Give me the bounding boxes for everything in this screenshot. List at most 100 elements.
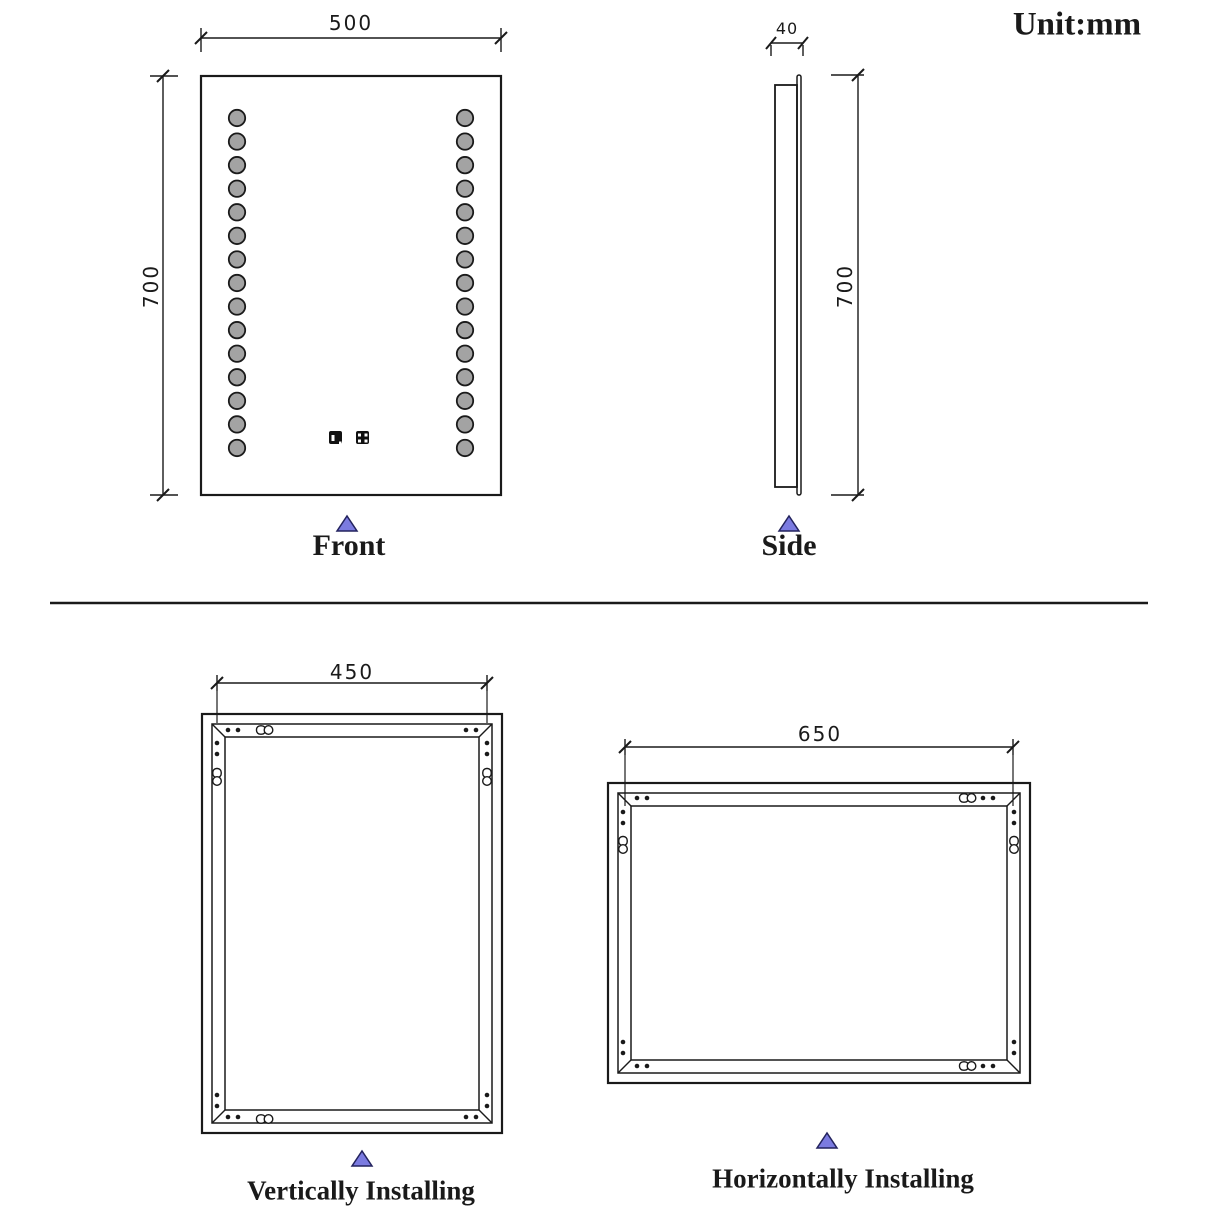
- direction-triangle: [350, 1149, 374, 1167]
- screw-hole-dot: [484, 1103, 490, 1109]
- vertical-frame-inner: [224, 736, 480, 1111]
- side-body-outline: [774, 84, 798, 488]
- dim-tick: [156, 488, 170, 502]
- led-dot: [455, 179, 475, 198]
- touch-button-mark: [358, 439, 361, 443]
- led-dot: [455, 203, 475, 222]
- keyhole-circle: [1009, 844, 1020, 855]
- mitre-joint: [211, 723, 226, 738]
- vertical-install-title: Vertically Installing: [247, 1175, 475, 1206]
- vertical-install-outline: [200, 712, 504, 1135]
- side-glass-outline: [796, 74, 802, 496]
- direction-triangle: [335, 514, 359, 532]
- screw-hole-dot: [473, 1114, 479, 1120]
- horizontal-frame-outer: [617, 792, 1021, 1074]
- touch-button-mark: [364, 439, 368, 443]
- screw-hole-dot: [214, 740, 220, 746]
- screw-hole-dot: [463, 1114, 469, 1120]
- mitre-joint: [617, 1059, 632, 1074]
- vertical-mount-dim-label: 450: [329, 660, 375, 684]
- horizontal-mount-dim-label: 650: [797, 722, 843, 746]
- led-dot: [455, 391, 475, 410]
- dim-tick: [797, 36, 809, 50]
- led-dot: [227, 391, 247, 410]
- screw-hole-dot: [990, 795, 996, 801]
- led-dot: [455, 273, 475, 293]
- led-dot: [227, 368, 247, 387]
- led-dot: [455, 415, 475, 434]
- led-dot: [227, 179, 247, 198]
- dim-tick: [618, 740, 632, 754]
- horizontal-frame-inner: [630, 805, 1008, 1061]
- led-dot: [455, 344, 475, 363]
- screw-hole-dot: [484, 751, 490, 757]
- led-dot: [227, 250, 247, 269]
- touch-button-mark: [331, 435, 335, 441]
- keyhole-circle: [966, 793, 977, 804]
- led-dot: [227, 273, 247, 293]
- dim-tick: [1006, 740, 1020, 754]
- keyhole-circle: [211, 776, 222, 787]
- screw-hole-dot: [1011, 1039, 1017, 1045]
- screw-hole-dot: [980, 795, 986, 801]
- screw-hole-dot: [620, 1050, 626, 1056]
- screw-hole-dot: [214, 1103, 220, 1109]
- led-dot: [455, 108, 475, 128]
- screw-hole-dot: [644, 795, 650, 801]
- keyhole-circle: [263, 725, 274, 736]
- mitre-joint: [1006, 792, 1021, 807]
- touch-button-mark: [339, 441, 342, 444]
- screw-hole-dot: [634, 795, 640, 801]
- screw-hole-dot: [473, 727, 479, 733]
- direction-triangle: [777, 514, 801, 532]
- led-dot: [455, 226, 475, 245]
- led-dot: [227, 203, 247, 222]
- vertical-frame-outer: [211, 723, 493, 1124]
- dim-tick: [765, 36, 777, 50]
- screw-hole-dot: [1011, 820, 1017, 826]
- dim-tick: [210, 676, 224, 690]
- screw-hole-dot: [235, 727, 241, 733]
- led-dot: [455, 156, 475, 175]
- led-dot: [455, 368, 475, 387]
- horizontal-install-outline: [606, 781, 1032, 1085]
- led-dot: [455, 438, 475, 458]
- screw-hole-dot: [484, 1092, 490, 1098]
- mitre-joint: [617, 792, 632, 807]
- direction-triangle: [815, 1131, 839, 1149]
- side-depth-dim-label: 40: [775, 19, 799, 38]
- led-dot: [227, 438, 247, 458]
- mitre-joint: [478, 1109, 493, 1124]
- mitre-joint: [1006, 1059, 1021, 1074]
- screw-hole-dot: [463, 727, 469, 733]
- mitre-joint: [211, 1109, 226, 1124]
- screw-hole-dot: [620, 820, 626, 826]
- led-dot: [227, 226, 247, 245]
- screw-hole-dot: [225, 727, 231, 733]
- touch-button-mark: [358, 433, 361, 437]
- dim-tick: [494, 31, 508, 45]
- front-view-title: Front: [312, 529, 386, 562]
- led-dot: [227, 297, 247, 316]
- screw-hole-dot: [1011, 809, 1017, 815]
- led-dot: [227, 132, 247, 151]
- front-mirror-outline: [199, 74, 503, 497]
- screw-hole-dot: [225, 1114, 231, 1120]
- screw-hole-dot: [214, 1092, 220, 1098]
- led-dot: [227, 415, 247, 434]
- keyhole-circle: [618, 844, 629, 855]
- dim-tick: [156, 69, 170, 83]
- led-dot: [455, 250, 475, 269]
- mitre-joint: [478, 723, 493, 738]
- screw-hole-dot: [214, 751, 220, 757]
- keyhole-circle: [482, 776, 493, 787]
- screw-hole-dot: [235, 1114, 241, 1120]
- touch-button-mark: [364, 433, 368, 437]
- screw-hole-dot: [644, 1063, 650, 1069]
- front-height-dim-label: 700: [139, 263, 163, 309]
- screw-hole-dot: [634, 1063, 640, 1069]
- side-view-title: Side: [761, 529, 817, 562]
- screw-hole-dot: [980, 1063, 986, 1069]
- keyhole-circle: [966, 1060, 977, 1071]
